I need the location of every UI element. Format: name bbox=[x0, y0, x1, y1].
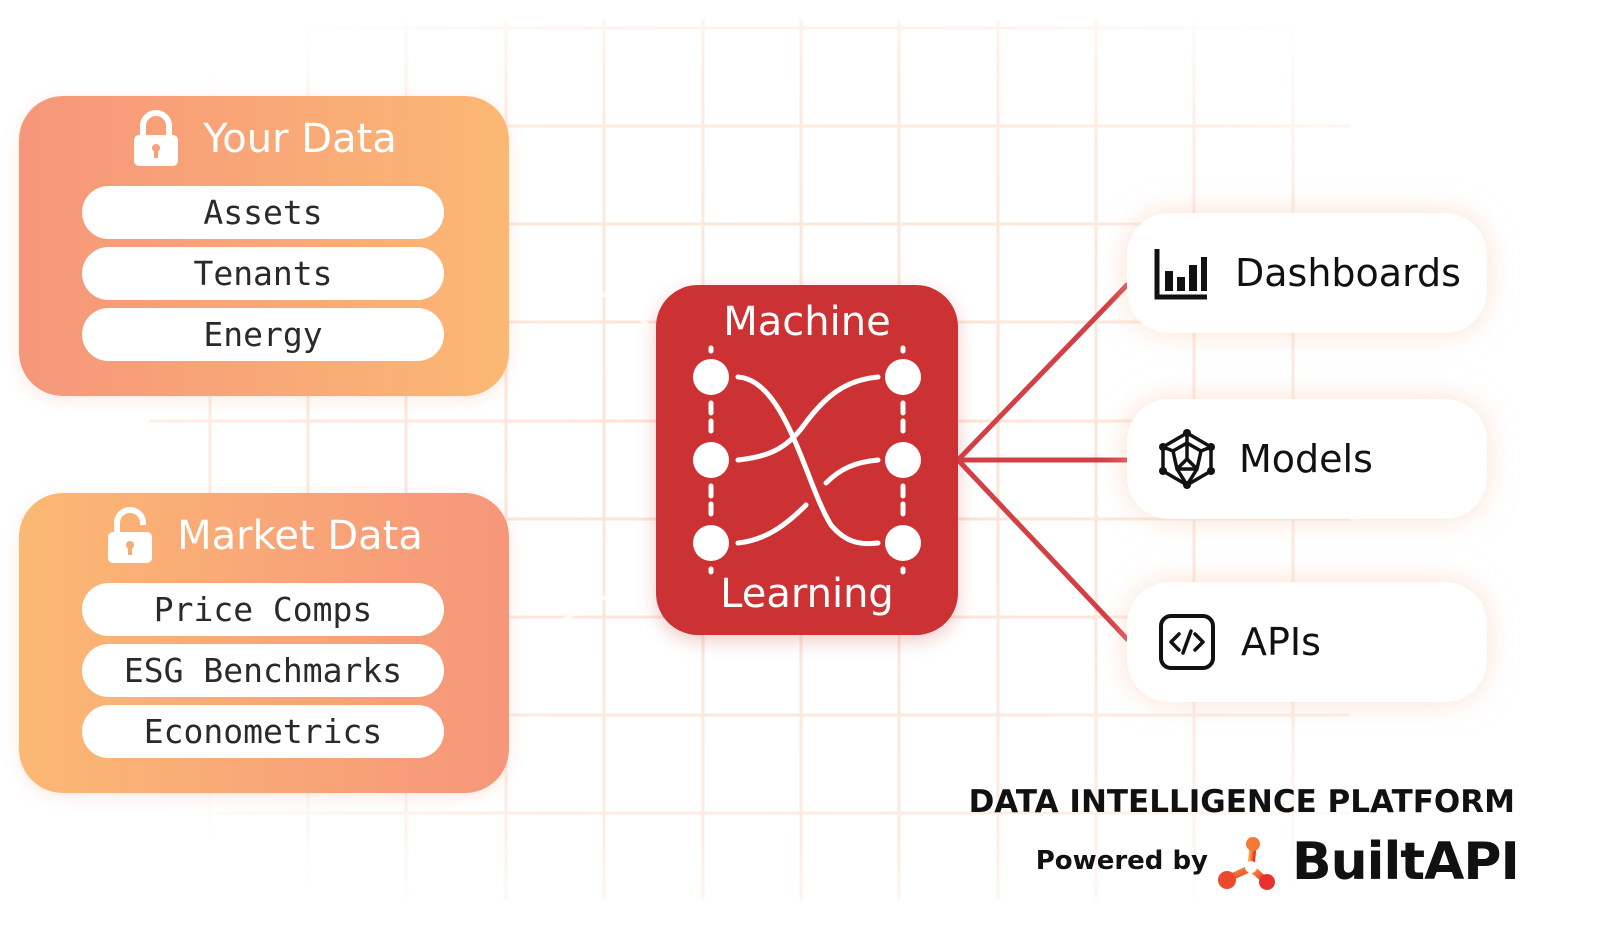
machine-learning-panel: Machine Learning bbox=[656, 285, 958, 635]
pill-energy: Energy bbox=[82, 308, 444, 361]
output-apis: APIs bbox=[1127, 582, 1487, 702]
pill-esg-benchmarks: ESG Benchmarks bbox=[82, 644, 444, 697]
powered-by-label: Powered by bbox=[1035, 846, 1208, 876]
builtapi-logo-icon bbox=[1218, 837, 1275, 890]
platform-title: DATA INTELLIGENCE PLATFORM bbox=[968, 784, 1515, 820]
neural-network-icon bbox=[693, 345, 921, 575]
ml-title-line1: Machine bbox=[723, 299, 891, 345]
output-dashboards: Dashboards bbox=[1127, 213, 1487, 333]
pill-tenants: Tenants bbox=[82, 247, 444, 300]
ml-title-line2: Learning bbox=[720, 571, 894, 617]
bar-chart-icon bbox=[1154, 249, 1207, 300]
apis-label: APIs bbox=[1241, 620, 1321, 664]
pill-econometrics: Econometrics bbox=[82, 705, 444, 758]
dashboards-label: Dashboards bbox=[1235, 251, 1461, 295]
output-models: Models bbox=[1127, 399, 1487, 519]
lock-open-icon bbox=[108, 507, 153, 563]
connector-market-data bbox=[507, 568, 657, 652]
market-data-label: Market Data bbox=[177, 513, 423, 559]
connector-dashboards bbox=[956, 282, 1130, 462]
network-cube-icon bbox=[1159, 429, 1215, 489]
your-data-title: Your Data bbox=[19, 110, 509, 168]
connector-apis bbox=[956, 458, 1130, 642]
pill-assets: Assets bbox=[82, 186, 444, 239]
market-data-panel: Market Data Price Comps ESG Benchmarks E… bbox=[19, 493, 509, 793]
builtapi-brand-name: BuiltAPI bbox=[1292, 832, 1520, 892]
market-data-title: Market Data bbox=[19, 507, 509, 565]
your-data-panel: Your Data Assets Tenants Energy bbox=[19, 96, 509, 396]
connector-your-data bbox=[506, 228, 658, 332]
models-label: Models bbox=[1239, 437, 1373, 481]
lock-closed-icon bbox=[134, 110, 179, 166]
code-brackets-icon bbox=[1159, 614, 1215, 670]
your-data-label: Your Data bbox=[203, 116, 397, 162]
pill-price-comps: Price Comps bbox=[82, 583, 444, 636]
